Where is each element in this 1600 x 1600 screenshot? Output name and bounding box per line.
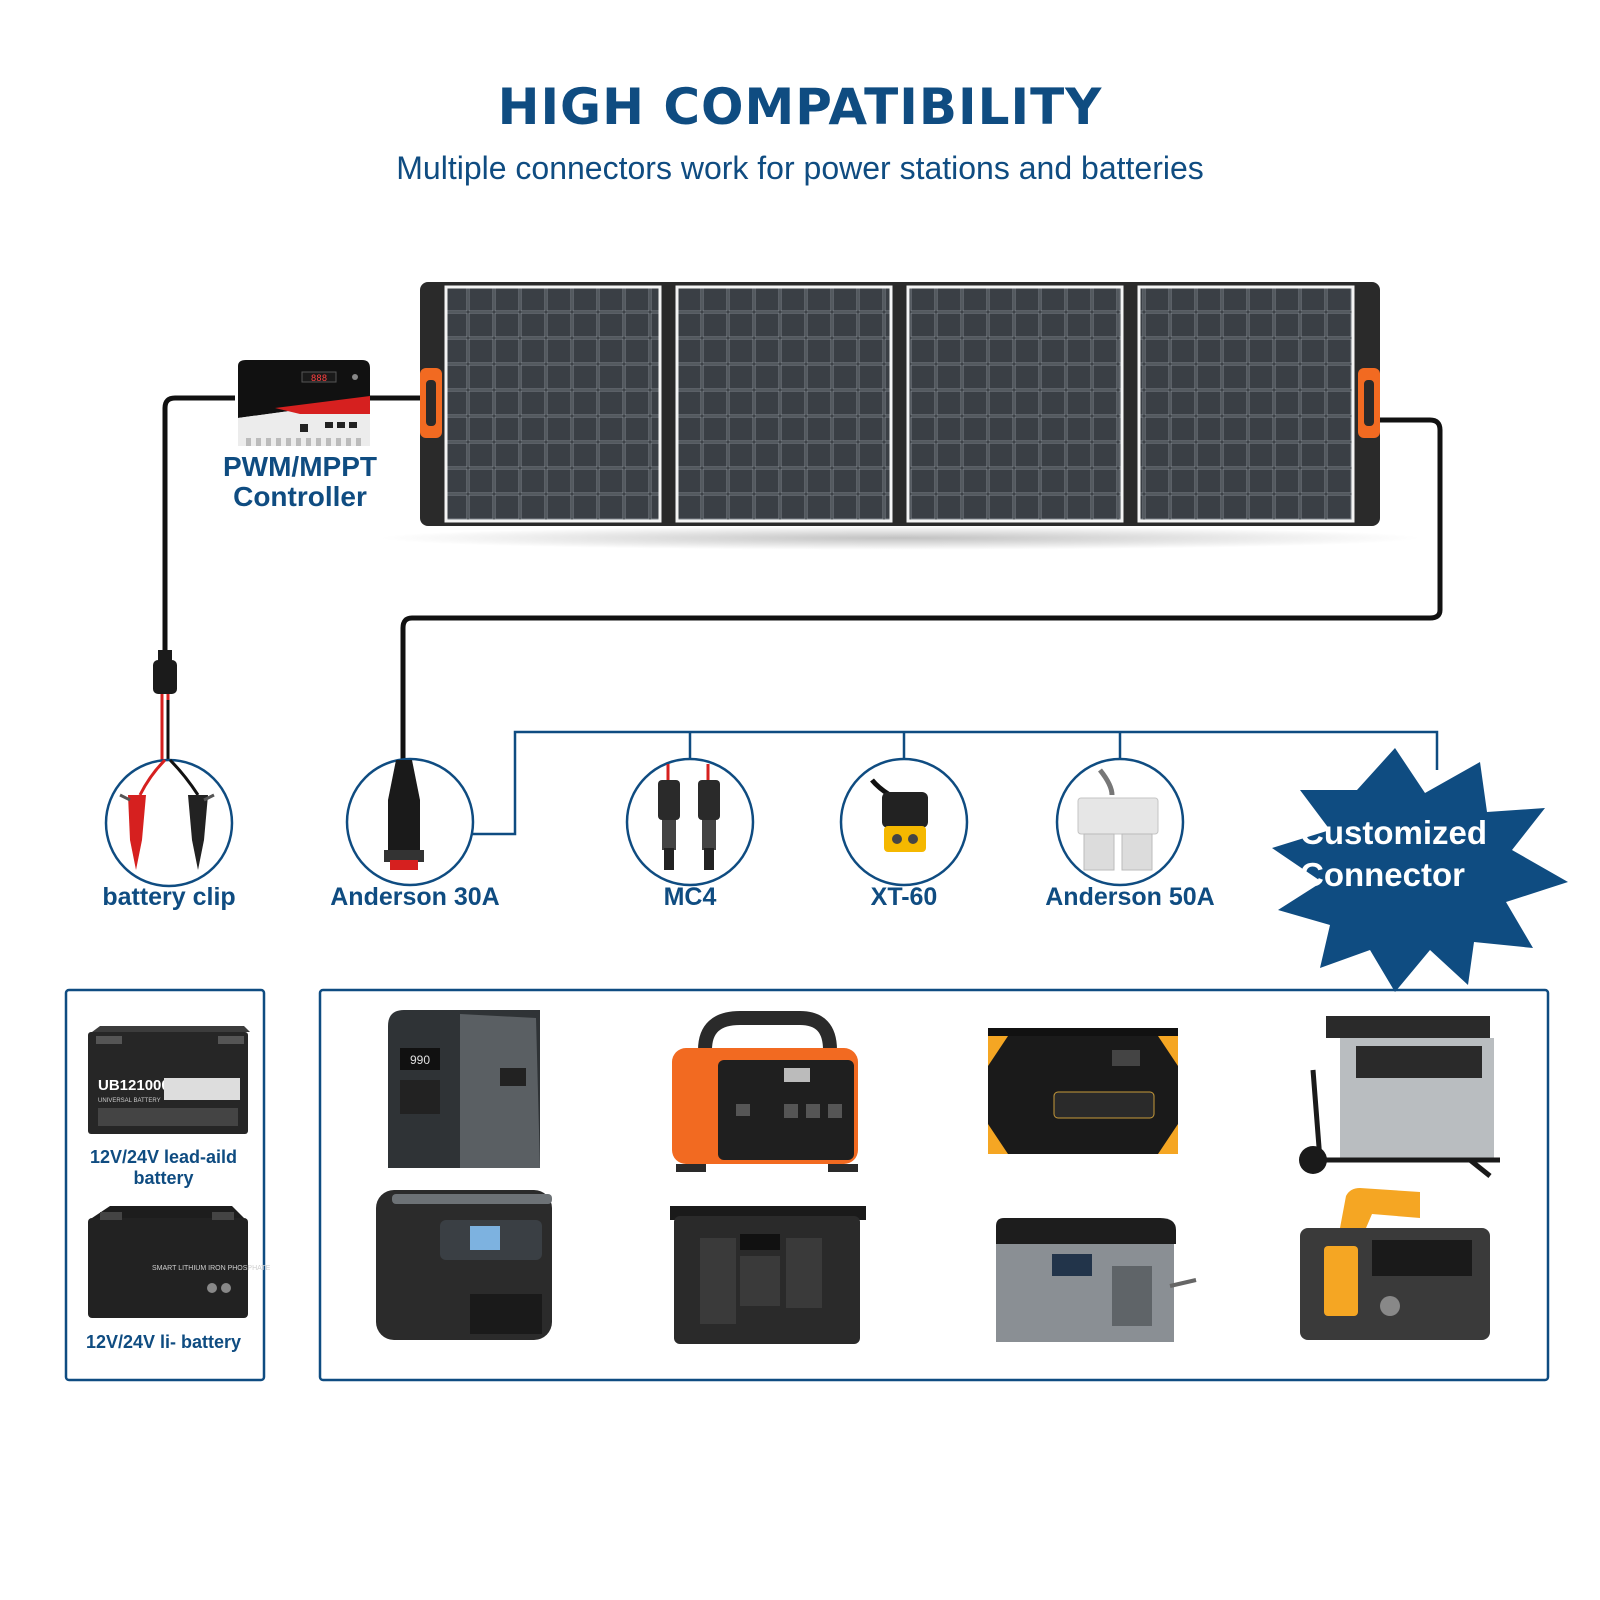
charge-controller-icon: 888 <box>238 360 370 446</box>
anderson-50a-icon <box>1077 768 1159 871</box>
controller-label-line2: Controller <box>233 481 367 512</box>
power-station-box <box>318 988 1550 1382</box>
lithium-sub-text: SMART LITHIUM IRON PHOSPHATE <box>152 1265 271 1272</box>
anderson-30a-icon <box>384 760 424 870</box>
lithium-battery-label: 12V/24V li- battery <box>85 1332 242 1352</box>
power-station-5-icon <box>376 1190 552 1340</box>
controller-display: 888 <box>311 374 327 384</box>
mc4-circle <box>625 757 755 887</box>
power-station-4-icon <box>1299 1016 1500 1178</box>
battery-clip-circle <box>104 758 234 888</box>
customized-line1: Customized <box>1300 814 1488 851</box>
power-station-1-icon: 990 <box>388 1010 540 1168</box>
page-title: HIGH COMPATIBILITY <box>497 78 1103 136</box>
lead-acid-battery-icon: UB121000 UNIVERSAL BATTERY <box>88 1026 250 1134</box>
solar-panel <box>380 282 1420 550</box>
label-anderson-50a: Anderson 50A <box>1045 883 1215 911</box>
cable-panel-to-anderson <box>400 417 1443 760</box>
customized-burst-badge <box>1272 748 1568 992</box>
xt60-icon <box>870 778 928 852</box>
power-station-2-icon <box>672 1011 858 1172</box>
label-battery-clip: battery clip <box>102 883 236 911</box>
lithium-battery-icon: SMART LITHIUM IRON PHOSPHATE <box>88 1206 271 1318</box>
svg-text:990: 990 <box>410 1053 430 1067</box>
power-station-3-icon <box>988 1028 1178 1154</box>
page-subtitle: Multiple connectors work for power stati… <box>396 150 1204 186</box>
inline-plug-icon <box>153 650 177 760</box>
connector-bracket <box>470 730 1439 836</box>
controller-label: PWM/MPPT Controller <box>190 452 410 512</box>
lead-acid-sub-text: UNIVERSAL BATTERY <box>98 1098 161 1104</box>
lead-acid-model-text: UB121000 <box>98 1077 170 1094</box>
controller-label-line1: PWM/MPPT <box>223 451 377 482</box>
label-xt60: XT-60 <box>870 883 938 911</box>
customized-connector-label: Customized Connector <box>1300 812 1530 896</box>
customized-line2: Connector <box>1300 856 1465 893</box>
cable-controller-to-clip <box>162 395 420 650</box>
power-station-6-icon <box>670 1206 866 1344</box>
power-station-7-icon <box>996 1218 1197 1342</box>
battery-clip-icon <box>119 758 215 870</box>
battery-box <box>64 988 266 1382</box>
label-anderson-30a: Anderson 30A <box>330 883 500 911</box>
mc4-icon <box>658 764 720 870</box>
lead-acid-battery-label: 12V/24V lead-aild battery <box>89 1147 238 1188</box>
power-station-8-icon <box>1300 1188 1490 1340</box>
label-mc4: MC4 <box>663 883 717 911</box>
